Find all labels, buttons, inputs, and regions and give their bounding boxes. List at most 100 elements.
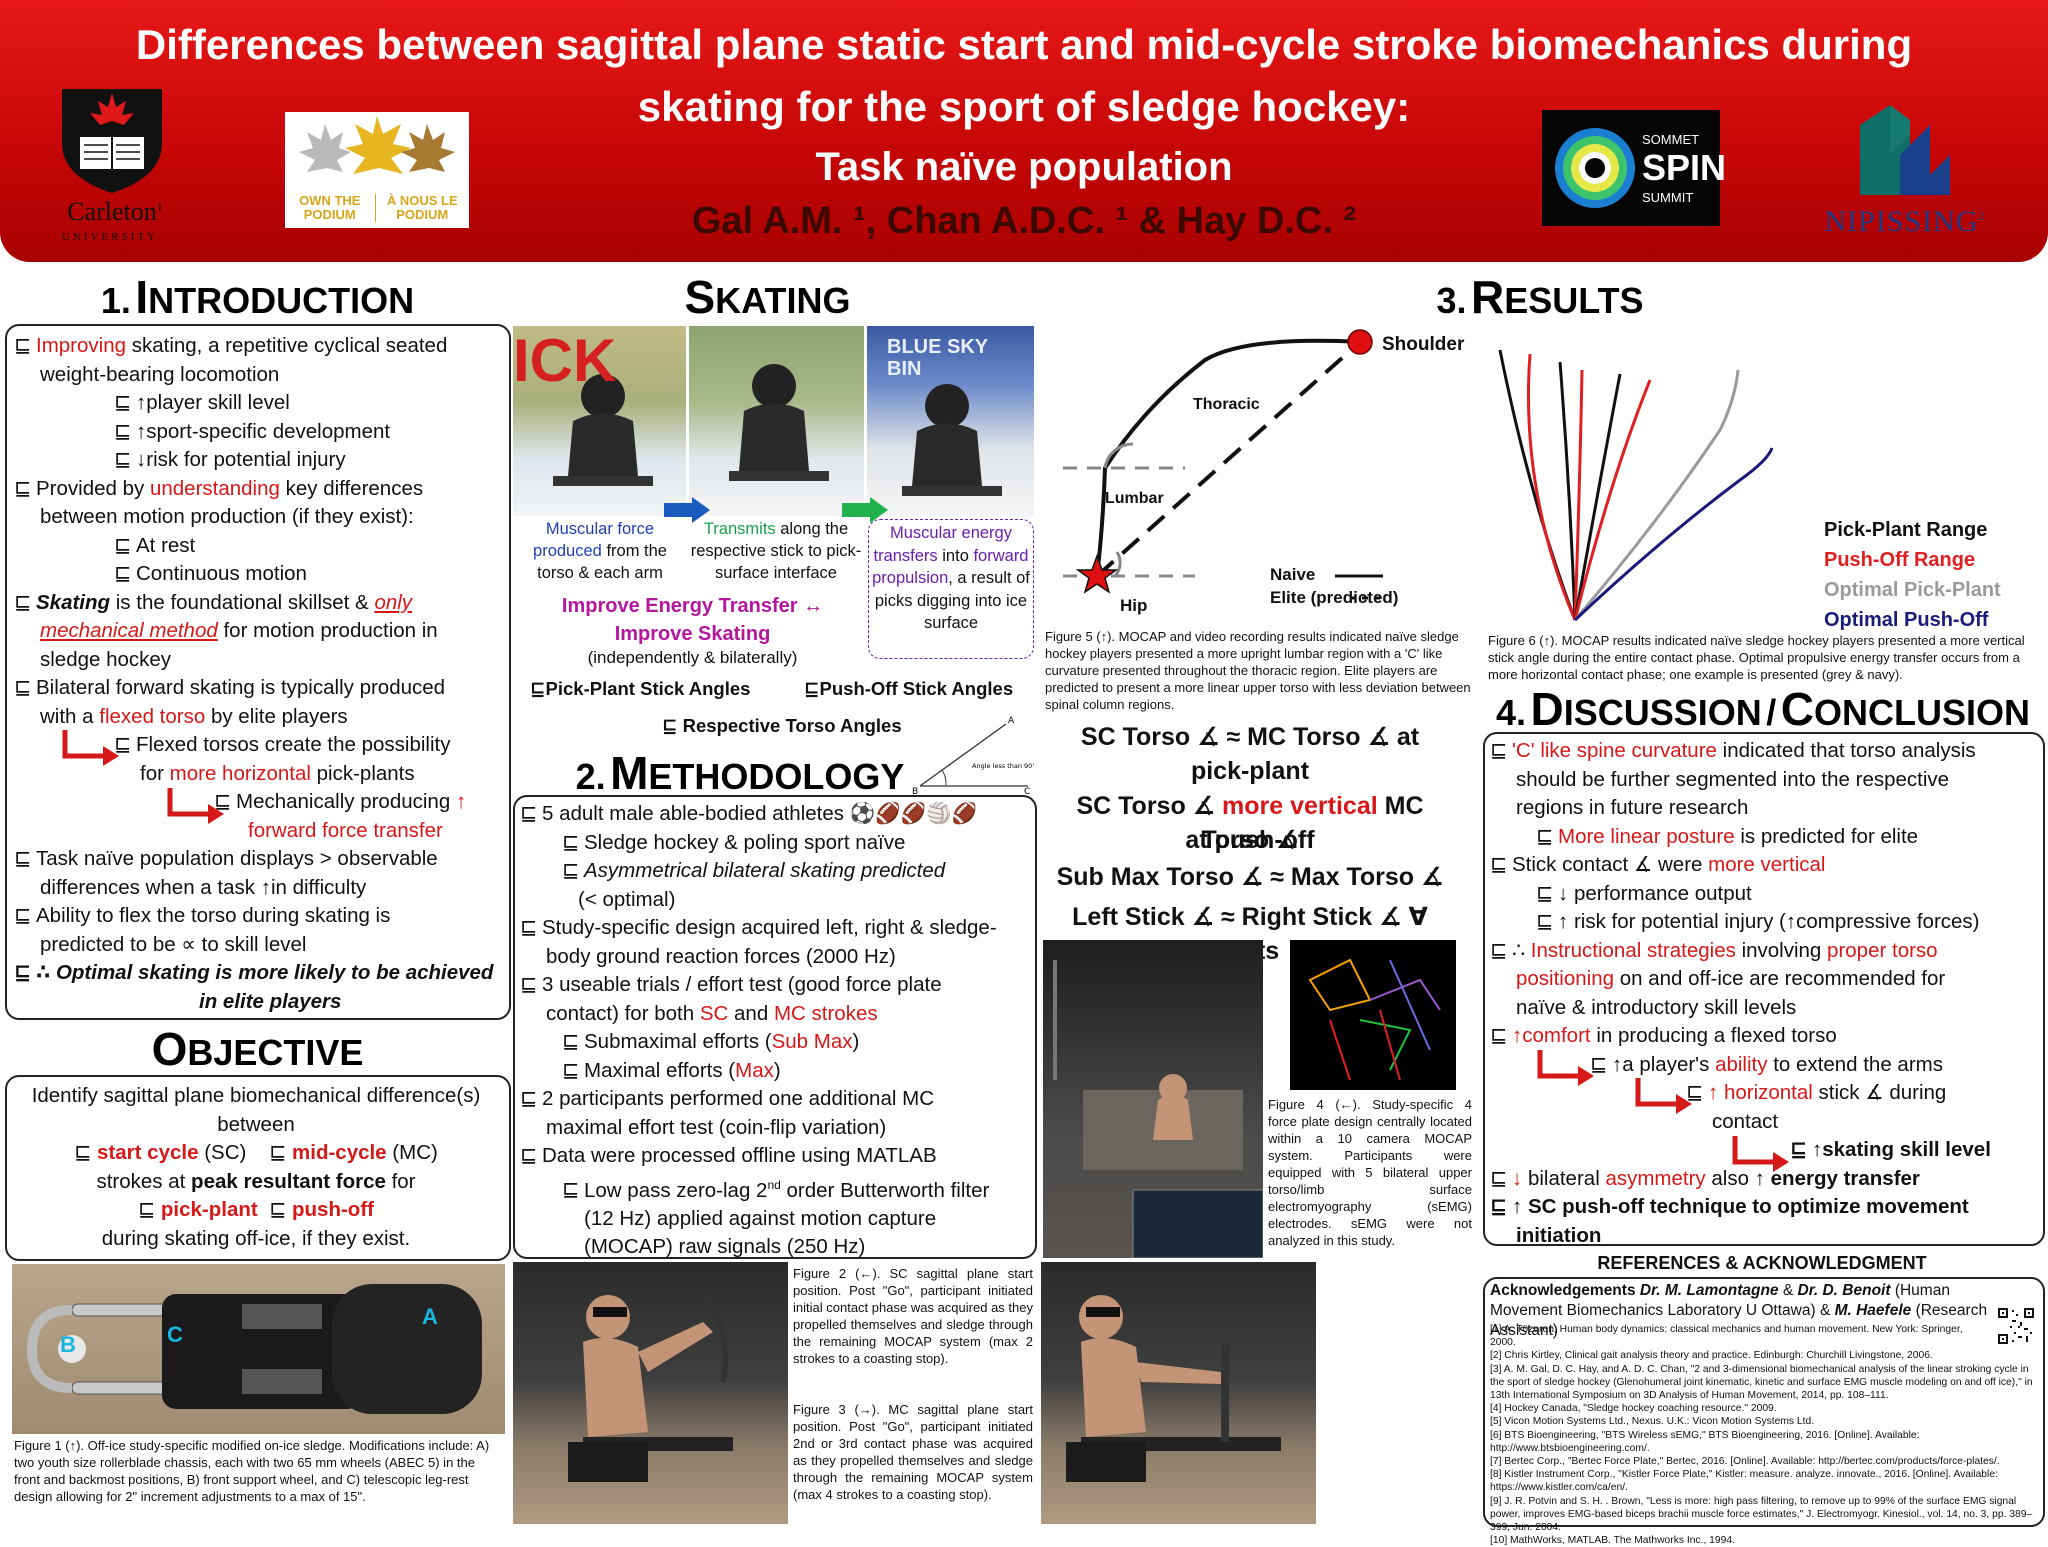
- bullet: ⊑: [562, 830, 580, 854]
- intro-sub: Mechanically producing: [236, 790, 451, 813]
- legend-optimal-push-off: Optimal Push-Off: [1824, 609, 1989, 631]
- method-sub: Asymmetrical bilateral skating predicted: [584, 859, 946, 882]
- bullet: ⊑: [562, 859, 580, 882]
- disc-comfort: ↑comfort: [1512, 1024, 1591, 1047]
- reference-item: [1] A. Tözeren, Human body dynamics: cla…: [1490, 1324, 1963, 1349]
- skating-photo-3: BLUE SKY BIN: [867, 326, 1034, 516]
- method-sub: ): [852, 1030, 860, 1053]
- objective-content: Identify sagittal plane biomechanical di…: [10, 1082, 502, 1253]
- method-sc: SC: [699, 1001, 729, 1025]
- skating-photo-1: ICK: [513, 326, 686, 516]
- bullet: ⊑: [74, 1141, 92, 1164]
- bullet: ⊑: [520, 1087, 538, 1110]
- intro-sub: for: [140, 761, 164, 785]
- bullet: ⊑: [14, 847, 32, 870]
- angle-label: Angle less than 90°: [972, 762, 1034, 770]
- disc-sub: ↓ performance output: [1558, 881, 1752, 905]
- otp-french: À NOUS LE PODIUM: [386, 193, 458, 222]
- fig5-thoracic-label: Thoracic: [1193, 396, 1260, 413]
- bullet: ⊑: [520, 1144, 538, 1167]
- skating-force-produced: Muscular force produced: [533, 520, 655, 560]
- mocap-skeleton: [1308, 958, 1441, 1081]
- intro-forward-force: forward force transfer: [248, 818, 443, 842]
- skating-caption-text: into: [942, 546, 969, 565]
- method-sub: Sledge hockey & poling sport naïve: [584, 830, 906, 854]
- objective-line: between: [217, 1112, 295, 1136]
- own-the-podium-logo: OWN THE PODIUM À NOUS LE PODIUM: [285, 112, 469, 228]
- method-sub: Low pass zero-lag 2: [584, 1178, 768, 1202]
- disc-c-spine: 'C' like spine curvature: [1512, 739, 1717, 762]
- bullet: ⊑: [114, 391, 132, 414]
- result-2: MC Torso ∡: [1201, 792, 1424, 854]
- rink-board-text: BLUE SKY BIN: [887, 336, 988, 380]
- maple-leaves-icon: [299, 116, 455, 190]
- bullet: ⊑: [114, 733, 132, 756]
- intro-skating: Skating: [36, 590, 111, 614]
- skating-transmits: Transmits: [703, 520, 776, 538]
- skating-heading-first: S: [684, 271, 716, 323]
- figure4-lab-photo: [1043, 940, 1263, 1258]
- push-off-angles-label: Push-Off Stick Angles: [819, 678, 1014, 699]
- disc-energy-transfer: energy transfer: [1770, 1166, 1920, 1190]
- method-line: and: [734, 1001, 769, 1025]
- carleton-shield-icon: [62, 89, 162, 193]
- bullet: ⊑: [14, 334, 32, 357]
- skating-caption-text: along the respective stick to pick-surfa…: [690, 520, 862, 582]
- bullet: ⊑: [14, 676, 32, 699]
- intro-more-horizontal: more horizontal: [169, 761, 311, 785]
- angle-point-b: B: [912, 787, 918, 794]
- result-1: pick-plant: [1190, 757, 1310, 785]
- objective-push-off: push-off: [292, 1198, 374, 1221]
- disc-push-off: ↑ SC push-off technique to optimize move…: [1512, 1195, 1969, 1218]
- bullet: ⊑: [1790, 1138, 1808, 1161]
- bullet: ⊑: [1490, 1024, 1508, 1047]
- results-heading-first: R: [1470, 271, 1505, 323]
- bullet: ⊑: [269, 1198, 287, 1221]
- methodology-heading: 2. METHODOLOGY: [560, 746, 920, 799]
- intro-line: skating, a repetitive cyclical seated: [131, 334, 448, 357]
- pick-plant-angles: ⊑Pick-Plant Stick Angles: [530, 676, 750, 702]
- ack-text: &: [1782, 1282, 1794, 1299]
- bullet: ⊑: [662, 715, 678, 736]
- disc-line: also ↑: [1711, 1166, 1765, 1190]
- participant-illustration: [1066, 1295, 1281, 1482]
- disc-asymmetry: asymmetry: [1605, 1166, 1706, 1190]
- nipissing-name: NIPISSING: [1824, 205, 1979, 238]
- methodology-box: [513, 795, 1037, 1259]
- figure5-caption: Figure 5 (↑). MOCAP and video recording …: [1045, 629, 1471, 712]
- disc-sub: to extend the arms: [1773, 1052, 1943, 1076]
- disc-line: should be further segmented into the res…: [1516, 767, 1950, 791]
- disc-line: Stick contact ∡ were: [1512, 853, 1703, 876]
- intro-line: with a: [40, 704, 94, 728]
- bullet: ⊑: [520, 973, 538, 996]
- ack-person: Dr. D. Benoit: [1797, 1282, 1891, 1299]
- results-num: 3.: [1436, 280, 1467, 321]
- disc-linear-posture: More linear posture: [1558, 824, 1735, 848]
- legend-optimal-pick-plant: Optimal Pick-Plant: [1824, 579, 2001, 601]
- sports-balls-icon: ⚽🏈🏈🏐🏈: [849, 802, 978, 825]
- ack-person: Dr. M. Lamontagne: [1639, 1282, 1779, 1299]
- methodology-heading-rest: ETHODOLOGY: [648, 756, 905, 797]
- bullet: ⊑: [14, 590, 32, 614]
- intro-line: Task naïve population displays > observa…: [36, 847, 438, 870]
- disc-sub: ↑a player's: [1612, 1052, 1710, 1076]
- legend-pick-plant-range: Pick-Plant Range: [1824, 519, 1988, 541]
- disc-ability: ability: [1715, 1052, 1768, 1076]
- fig1-label-a: A: [422, 1304, 438, 1329]
- skating-photo-2: [689, 326, 864, 516]
- pick-plant-angles-label: Pick-Plant Stick Angles: [545, 678, 751, 699]
- figure6-legend: Pick-Plant Range Push-Off Range Optimal …: [1824, 515, 2001, 635]
- bullet: ⊑: [14, 904, 32, 927]
- legend-push-off-range: Push-Off Range: [1824, 549, 1976, 571]
- skating-caption-2: Transmits along the respective stick to …: [690, 518, 862, 584]
- skater-silhouette: [729, 364, 829, 481]
- bullet: ⊑: [1686, 1081, 1704, 1104]
- fig5-naive-legend: Naive: [1270, 565, 1316, 584]
- reference-item: [7] Bertec Corp., "Bertec Force Plate," …: [1490, 1456, 2000, 1468]
- results-heading-rest: ESULTS: [1504, 280, 1644, 321]
- reference-item: [10] MathWorks, MATLAB. The Mathworks In…: [1490, 1535, 1735, 1547]
- references-box: [1483, 1277, 2045, 1527]
- bullet: ⊑: [562, 1030, 580, 1053]
- method-sub: order Butterworth filter: [786, 1178, 990, 1202]
- objective-line: strokes at: [96, 1169, 186, 1193]
